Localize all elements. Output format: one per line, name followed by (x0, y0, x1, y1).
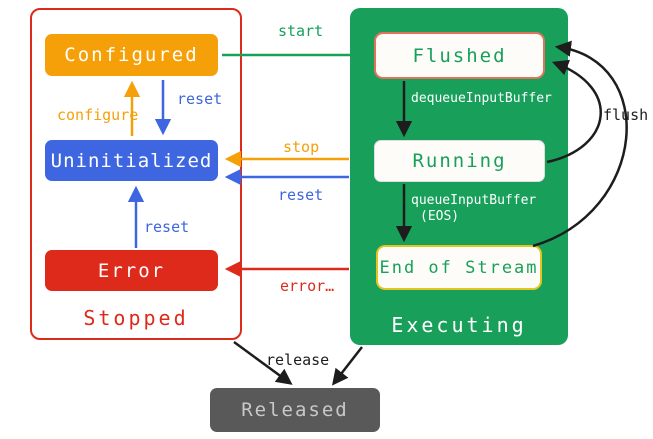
state-configured: Configured (45, 34, 218, 76)
transition-label-dequeue-input-buffer: dequeueInputBuffer (411, 91, 552, 106)
transition-label-flush: flush (603, 106, 649, 124)
state-released: Released (210, 388, 380, 432)
transition-label-configure: configure (57, 106, 139, 124)
group-executing-label: Executing (391, 313, 527, 337)
state-uninitialized: Uninitialized (45, 140, 218, 181)
arrow-release-from-executing (332, 346, 363, 386)
transition-label-release: release (266, 351, 330, 369)
state-running: Running (374, 140, 545, 182)
transition-label-reset-configured: reset (177, 90, 223, 108)
transition-label-queue-input-buffer: queueInputBuffer (411, 193, 537, 208)
transition-label-error: error… (280, 277, 335, 295)
transition-label-reset-error: reset (144, 218, 190, 236)
transition-label-reset-executing: reset (278, 186, 324, 204)
state-error: Error (45, 250, 218, 291)
state-end-of-stream: End of Stream (376, 245, 542, 290)
transition-label-queue-input-buffer-eos: (EOS) (420, 209, 460, 224)
state-flushed: Flushed (374, 32, 545, 79)
transition-label-stop: stop (283, 138, 320, 156)
transition-label-start: start (278, 22, 324, 40)
group-stopped-label: Stopped (83, 306, 189, 330)
